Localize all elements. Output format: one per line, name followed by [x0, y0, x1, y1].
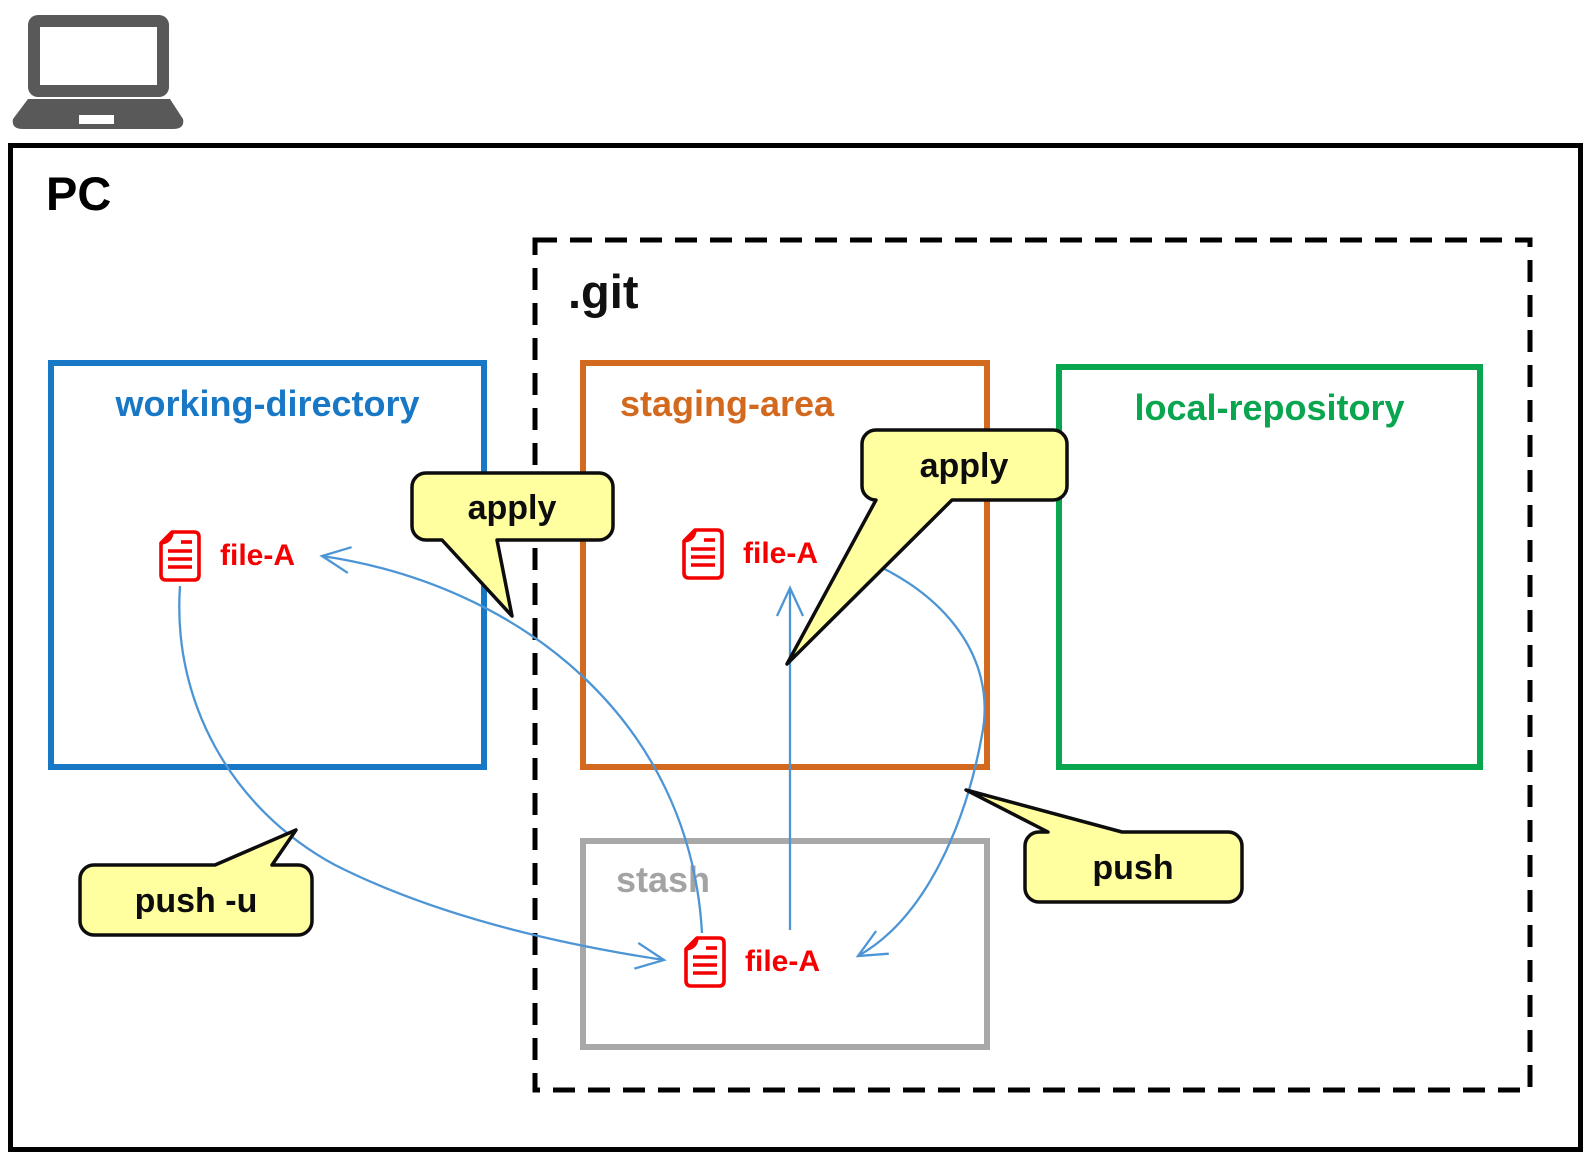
stash-title: stash	[616, 859, 711, 900]
git-label: .git	[568, 265, 639, 318]
local-repository-box: local-repository	[1056, 364, 1483, 770]
staging-area-title: staging-area	[620, 383, 835, 424]
working-directory-title: working-directory	[115, 383, 420, 424]
file-label: file-A	[745, 945, 820, 978]
file-item-working-directory: file-A	[158, 529, 295, 583]
pc-box	[8, 143, 1583, 1152]
document-icon	[684, 936, 726, 988]
document-icon	[159, 530, 201, 582]
file-label: file-A	[220, 539, 295, 572]
file-label: file-A	[743, 537, 818, 570]
pc-label: PC	[46, 167, 112, 220]
laptop-icon	[12, 6, 184, 137]
file-item-staging-area: file-A	[681, 527, 818, 581]
document-icon	[682, 528, 724, 580]
file-item-stash: file-A	[683, 935, 820, 989]
local-repository-title: local-repository	[1134, 387, 1405, 428]
